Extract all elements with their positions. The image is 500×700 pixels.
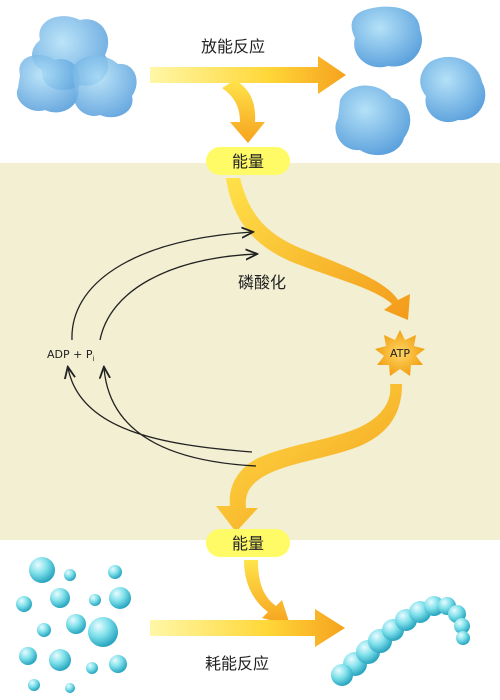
energy-pill-top [206,147,290,175]
energy-label-bottom: 能量 [232,534,264,553]
bead-chain-icon [331,596,470,686]
energy-label-top: 能量 [232,152,264,171]
adp-label: ADP + Pi [47,348,94,363]
small-molecules-icon [335,6,486,156]
endergonic-arrow [150,560,345,647]
scattered-beads-icon [16,557,131,693]
atp-label: ATP [390,347,410,360]
exergonic-label: 放能反应 [201,37,265,56]
energy-release-arrow [216,384,402,532]
energy-pill-bottom [206,529,290,557]
exergonic-arrow [150,56,346,143]
endergonic-label: 耗能反应 [205,654,269,673]
atp-starburst-icon [375,330,425,376]
phosphorylation-label: 磷酸化 [238,273,286,292]
cycle-lines [68,232,256,467]
phosphorylation-arrow [226,178,410,320]
large-molecule-icon [16,16,137,118]
